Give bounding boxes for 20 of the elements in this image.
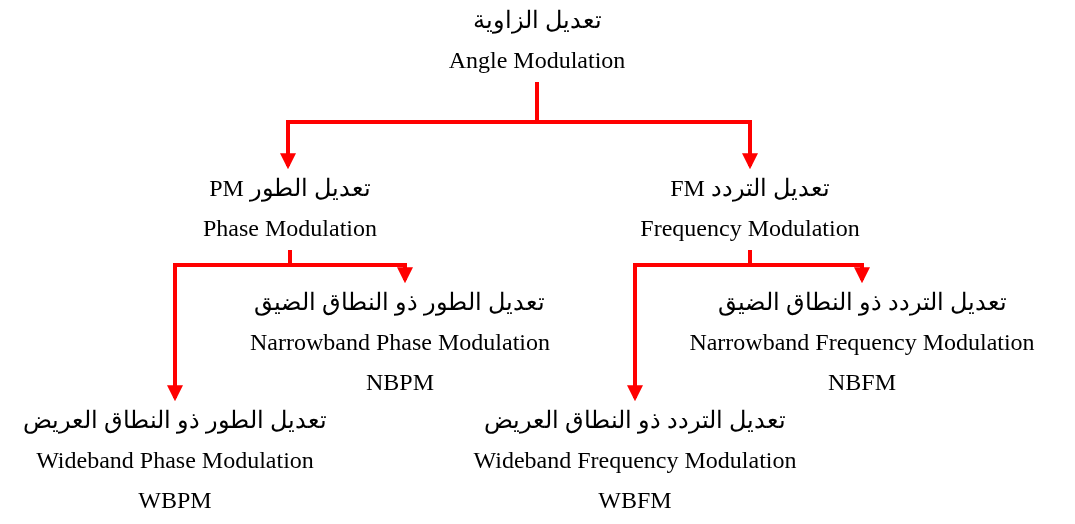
node-text: Narrowband Phase Modulation (250, 328, 550, 357)
node-text: NBPM (366, 368, 434, 397)
node-text: تعديل الطور ذو النطاق العريض (23, 406, 327, 436)
node-text: تعديل الزاوية (472, 6, 602, 36)
node-text: Frequency Modulation (640, 214, 860, 243)
node-text: NBFM (828, 368, 896, 397)
node-text: تعديل الطور PM (209, 174, 371, 204)
node-text: Narrowband Frequency Modulation (689, 328, 1035, 357)
node-text: تعديل التردد ذو النطاق العريض (484, 406, 786, 436)
node-text: تعديل التردد ذو النطاق الضيق (717, 288, 1007, 318)
node-text: Wideband Frequency Modulation (473, 446, 797, 475)
node-text: WBPM (138, 486, 212, 515)
arrow (167, 250, 292, 402)
node-text: تعديل التردد FM (670, 174, 830, 204)
arrow (627, 250, 752, 402)
node-text: Angle Modulation (448, 46, 626, 75)
node-text: WBFM (598, 486, 672, 515)
node-text: Phase Modulation (203, 214, 377, 243)
node-text: Wideband Phase Modulation (36, 446, 314, 475)
node-text: تعديل الطور ذو النطاق الضيق (254, 288, 546, 318)
